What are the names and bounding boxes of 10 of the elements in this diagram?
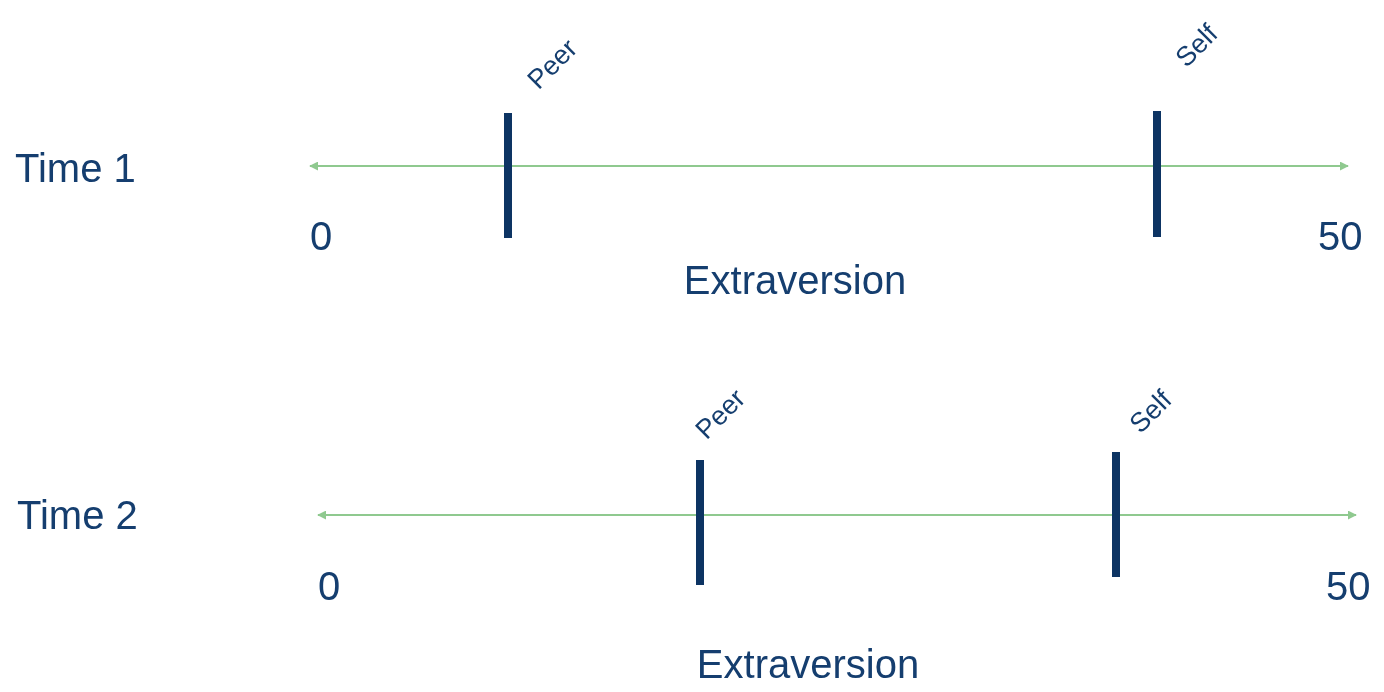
- marker-label: Self: [1124, 386, 1177, 438]
- scale-max-label: 50: [1326, 566, 1371, 606]
- axis-title: Extraversion: [696, 644, 920, 684]
- row-label: Time 1: [15, 148, 136, 188]
- marker-label: Self: [1170, 20, 1223, 72]
- scale-min-label: 0: [310, 216, 333, 256]
- row-label: Time 2: [17, 495, 138, 535]
- scale-min-label: 0: [318, 566, 341, 606]
- axis-title: Extraversion: [683, 260, 907, 300]
- scale-max-label: 50: [1318, 216, 1363, 256]
